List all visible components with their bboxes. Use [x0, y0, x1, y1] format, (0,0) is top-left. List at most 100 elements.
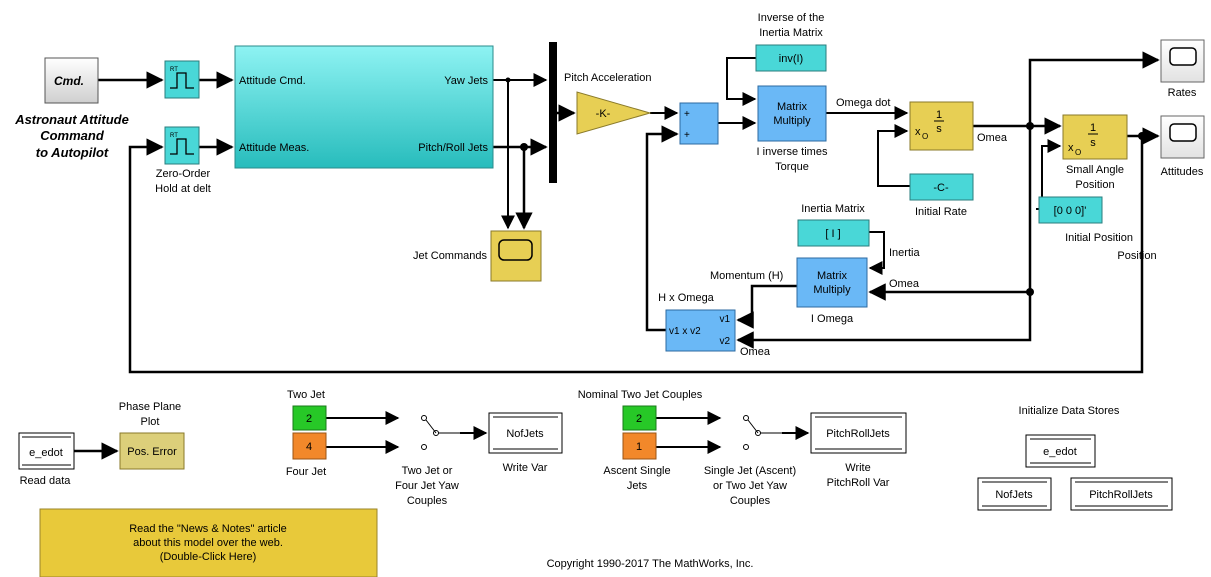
inverse-caption-line1: Inverse of the [758, 12, 825, 24]
matmul-label-1: Matrix [777, 101, 807, 113]
initial-rate-block[interactable]: -C- [909, 173, 974, 201]
rt-tag: RT [170, 67, 178, 73]
cmd-caption-line1: Astronaut Attitude [14, 112, 129, 127]
four-jet-label: Four Jet [286, 466, 326, 478]
switch2-line3: Couples [730, 495, 771, 507]
rates-label: Rates [1168, 87, 1197, 99]
attitudes-scope[interactable] [1160, 115, 1205, 159]
datastore-nofjets-value: NofJets [995, 489, 1033, 501]
sum-sign-1: + [684, 109, 690, 120]
phase-plane-line2: Plot [141, 416, 160, 428]
nominal-label: Nominal Two Jet Couples [578, 389, 703, 401]
const-two[interactable]: 2 [292, 405, 327, 431]
phase-plane-line1: Phase Plane [119, 401, 181, 413]
const-four-value: 4 [306, 441, 312, 453]
const-two-value: 2 [306, 413, 312, 425]
read-data-block[interactable]: e_edot [18, 432, 75, 470]
ascent-line2: Jets [627, 480, 648, 492]
inverse-caption-line2: Inertia Matrix [759, 27, 823, 39]
integrator-position[interactable]: x O 1 s [1062, 114, 1128, 160]
jet-commands-label: Jet Commands [413, 250, 487, 262]
matmul-label-1: Matrix [817, 270, 847, 282]
x0-label: x [915, 126, 921, 138]
cross-body: v1 x v2 [669, 326, 701, 337]
sum-block[interactable]: + + [679, 102, 719, 145]
switch1-line3: Couples [407, 495, 448, 507]
read-data-label: Read data [20, 475, 72, 487]
inertia-matrix-label: Inertia Matrix [801, 203, 865, 215]
port-attitude-meas: Attitude Meas. [239, 142, 309, 154]
initial-rate-value: -C- [933, 182, 949, 194]
gain-label: -K- [596, 108, 611, 120]
autopilot-subsystem[interactable]: Attitude Cmd. Attitude Meas. Yaw Jets Pi… [234, 45, 494, 169]
jet-commands-scope[interactable] [490, 230, 542, 282]
const-one[interactable]: 1 [622, 432, 657, 460]
initial-rate-label: Initial Rate [915, 206, 967, 218]
i-omega-label: I Omega [811, 313, 854, 325]
rates-scope[interactable] [1160, 39, 1205, 83]
gain-block[interactable]: -K- [576, 91, 652, 135]
cmd-label: Cmd. [54, 74, 84, 88]
cmd-block[interactable]: Cmd. [44, 57, 99, 104]
matmul1-caption-line1: I inverse times [757, 146, 828, 158]
nofjets-write-block[interactable]: NofJets [488, 412, 563, 454]
matrix-multiply-torque[interactable]: Matrix Multiply [757, 85, 827, 142]
note-line2: about this model over the web. [133, 537, 283, 549]
matmul-label-2: Multiply [773, 115, 811, 127]
integrator-rate[interactable]: x O 1 s [909, 101, 974, 151]
integrator-den: s [936, 123, 942, 135]
switch-pitch-roll[interactable] [743, 415, 783, 450]
omea-label: Omea [977, 132, 1008, 144]
mux-bar[interactable] [549, 42, 557, 183]
datastore-e-edot-value: e_edot [1043, 446, 1077, 458]
read-data-value: e_edot [29, 447, 63, 459]
initial-position-label: Initial Position [1065, 232, 1133, 244]
datastore-nofjets[interactable]: NofJets [977, 477, 1052, 511]
copyright-text: Copyright 1990-2017 The MathWorks, Inc. [547, 558, 754, 570]
write-var-label: Write Var [503, 462, 548, 474]
position-label: Position [1117, 250, 1156, 262]
two-jet-label: Two Jet [287, 389, 325, 401]
signal-wires [74, 51, 1160, 460]
write-pr-line2: PitchRoll Var [827, 477, 890, 489]
momentum-label: Momentum (H) [710, 270, 783, 282]
initial-position-block[interactable]: [0 0 0]' [1038, 196, 1103, 224]
news-notes-link[interactable]: Read the "News & Notes" article about th… [39, 508, 378, 577]
pos-error-label: Pos. Error [127, 446, 177, 458]
omea-bottom-label: Omea [740, 346, 771, 358]
matmul-label-2: Multiply [813, 284, 851, 296]
cross-product-block[interactable]: v1 v2 v1 x v2 [665, 309, 736, 352]
pitch-acceleration-label: Pitch Acceleration [564, 72, 651, 84]
datastore-pitchrolljets[interactable]: PitchRollJets [1070, 477, 1173, 511]
datastore-pitchrolljets-value: PitchRollJets [1089, 489, 1153, 501]
port-pitch-roll-jets: Pitch/Roll Jets [418, 142, 488, 154]
datastore-e-edot[interactable]: e_edot [1025, 434, 1096, 468]
cmd-caption: Astronaut Attitude Command to Autopilot [14, 112, 129, 160]
zoh-meas-block[interactable]: RT [164, 126, 200, 165]
const-two-nominal[interactable]: 2 [622, 405, 657, 431]
integrator-num: 1 [936, 109, 942, 121]
note-line1: Read the "News & Notes" article [129, 523, 287, 535]
small-angle-line2: Position [1075, 179, 1114, 191]
switch1-line2: Four Jet Yaw [395, 480, 459, 492]
omea-wire-label: Omea [889, 278, 920, 290]
pitchrolljets-write-block[interactable]: PitchRollJets [810, 412, 907, 454]
x0-sub: O [922, 132, 928, 141]
matrix-multiply-omega[interactable]: Matrix Multiply [796, 257, 868, 308]
switch-yaw-couples[interactable] [421, 415, 461, 450]
initial-position-value: [0 0 0]' [1054, 205, 1087, 217]
x0-sub: O [1075, 148, 1081, 157]
const-one-value: 1 [636, 441, 642, 453]
cmd-caption-line2: Command [40, 128, 105, 143]
inertia-block[interactable]: [ I ] [797, 219, 870, 247]
inertia-value: [ I ] [825, 228, 840, 240]
cmd-caption-line3: to Autopilot [36, 145, 109, 160]
omega-dot-label: Omega dot [836, 97, 890, 109]
zoh-cmd-block[interactable]: RT [164, 60, 200, 99]
integrator-den: s [1090, 137, 1096, 149]
pos-error-block[interactable]: Pos. Error [119, 432, 185, 470]
cross-in1: v1 [719, 314, 730, 325]
inv-block[interactable]: inv(I) [755, 44, 827, 72]
const-four[interactable]: 4 [292, 432, 327, 460]
cross-in2: v2 [719, 336, 730, 347]
